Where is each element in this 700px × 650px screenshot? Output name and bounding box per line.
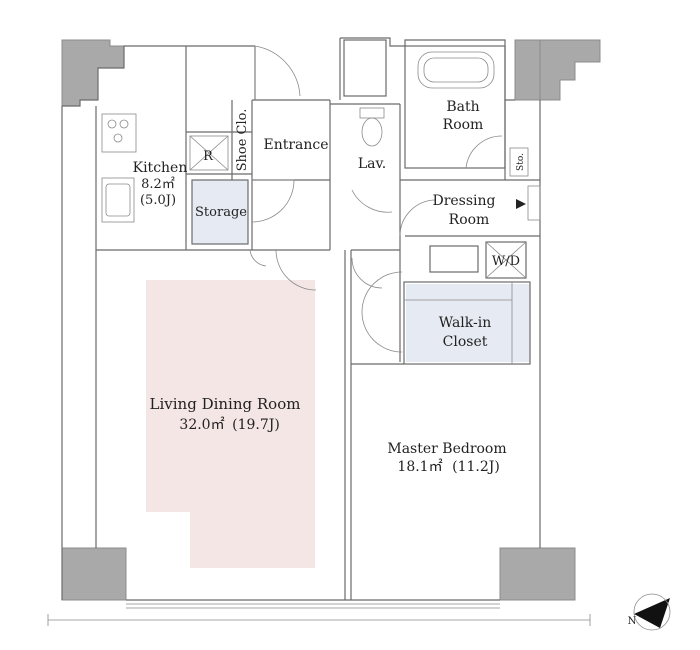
fixtures (101, 51, 541, 279)
kitchen-area: 8.2㎡ (141, 177, 175, 192)
right-column-top (539, 39, 601, 101)
small-storage-box (509, 147, 529, 177)
dressing-label-line1: Dressing (432, 193, 495, 209)
left-column-top (61, 39, 125, 107)
living-dining-highlight (146, 280, 315, 568)
bedroom-area: 18.1㎡ (397, 459, 442, 475)
washer-dryer-label: W/D (492, 254, 520, 269)
living-area: 32.0㎡ (179, 417, 224, 433)
outer-outline (47, 37, 591, 626)
room-labels: Kitchen 8.2㎡ (5.0J) R Shoe Clo. Entrance… (133, 99, 526, 475)
interior-walls (95, 38, 540, 600)
kitchen-sink (101, 177, 135, 223)
toilet-tank (359, 107, 385, 119)
bedroom-jo: (11.2J) (452, 459, 500, 475)
north-compass: N (628, 593, 671, 631)
living-jo: (19.7J) (232, 417, 280, 433)
walk-in-closet-line2: Closet (443, 334, 488, 350)
right-column-bottom (499, 547, 576, 601)
bathtub (417, 51, 495, 89)
doors (249, 45, 503, 353)
dressing-label-line2: Room (449, 212, 490, 228)
living-name: Living Dining Room (150, 395, 301, 413)
top-wall-right (514, 39, 541, 101)
walk-in-closet-fill (406, 284, 530, 362)
walk-in-closet-line1: Walk-in (439, 315, 491, 331)
kitchen-name: Kitchen (133, 160, 188, 176)
storage-fill (192, 180, 248, 244)
compass-north-letter: N (628, 616, 637, 627)
compass-arrow-icon (634, 598, 670, 628)
refrigerator-box (189, 135, 229, 171)
stove (101, 113, 137, 153)
shoe-closet-label: Shoe Clo. (235, 109, 250, 172)
refrigerator-label: R (203, 149, 214, 164)
wall-structure (61, 39, 601, 601)
lavatory-label: Lav. (358, 156, 386, 172)
kitchen-jo: (5.0J) (140, 193, 176, 208)
bath-label-line2: Room (443, 117, 484, 133)
small-storage-label: Sto. (516, 153, 526, 171)
left-column-bottom (61, 547, 127, 601)
toilet-bowl (361, 117, 383, 147)
storage-label: Storage (195, 205, 247, 220)
bath-label-line1: Bath (446, 99, 479, 115)
arrow-marker (516, 199, 526, 209)
entrance-label: Entrance (263, 137, 328, 153)
bedroom-name: Master Bedroom (387, 441, 506, 457)
